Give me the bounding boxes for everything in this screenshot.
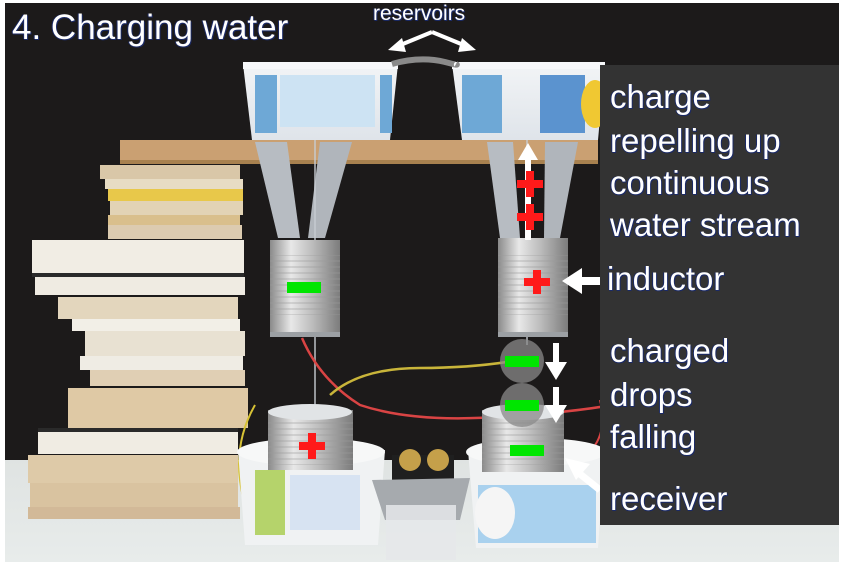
book-stack [28,165,248,519]
negative-sign-left-inductor [287,282,321,293]
charge-repelling-line-4: water stream [610,206,801,243]
charge-up-arrow [518,143,538,240]
reservoirs-arrows [388,30,476,52]
annotation-panel [600,65,839,525]
reservoir-left [243,62,398,140]
experiment-photo [5,3,839,562]
tape-right [487,142,520,238]
negative-sign-right-receiver [510,445,544,456]
inductor-label: inductor [607,260,725,297]
charge-repelling-line-2: repelling up [610,122,781,159]
receiver-arrow [565,458,603,493]
charged-drops-line-2: drops [610,376,693,413]
charge-repelling-line-1: charge [610,78,711,115]
falling-arrow-1 [545,343,567,380]
positive-sign-right-inductor [524,270,550,294]
positive-sign-left-receiver [299,433,325,459]
inductor-arrow [562,268,604,294]
negative-sign-drop-2 [505,400,539,411]
charge-repelling-line-3: continuous [610,164,770,201]
reservoirs-label: reservoirs [373,2,466,25]
receiver-can-left [268,404,353,470]
positive-sign-stream-1 [517,171,543,197]
charged-drops-line-3: falling [610,418,697,455]
spark-gap [372,449,470,560]
receiver-label: receiver [610,480,728,517]
red-wire [300,337,521,420]
tape-left [255,142,300,238]
positive-sign-stream-2 [517,204,543,230]
reservoir-right [452,62,609,140]
slide-title: 4. Charging water [12,8,289,47]
charged-drops-line-1: charged [610,332,730,369]
negative-sign-drop-1 [505,356,539,367]
falling-arrow-2 [545,387,567,423]
siphon-tube [391,56,460,68]
